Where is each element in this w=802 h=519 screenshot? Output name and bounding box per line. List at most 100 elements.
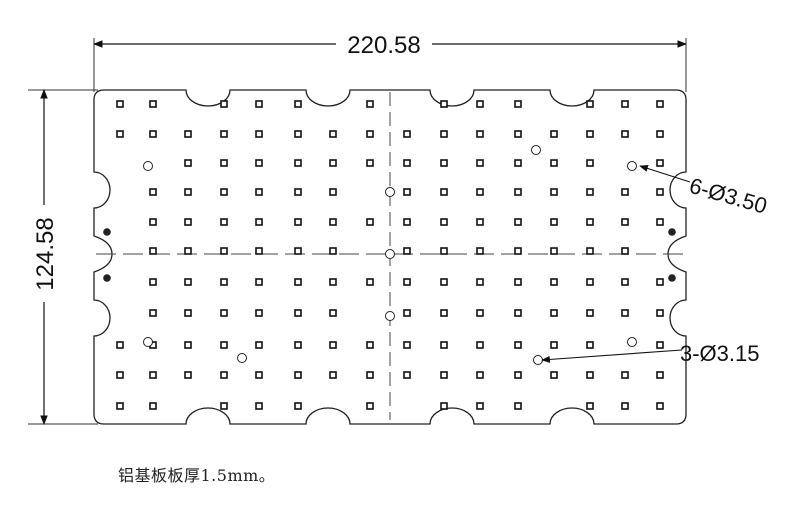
led-pad [403,247,411,255]
small-holes-label: 3-Ø3.15 [680,341,760,366]
led-pad [514,100,522,108]
led-pad [366,402,374,410]
led-pad [476,159,484,167]
led-pad [476,341,484,349]
led-pad [476,100,484,108]
led-pad [366,341,374,349]
led-pad [586,218,594,226]
led-pad [514,159,522,167]
center-hole [385,311,395,321]
led-pad [586,130,594,138]
led-pad [294,130,302,138]
led-pad [476,247,484,255]
led-pad [656,218,664,226]
led-pad [294,218,302,226]
led-pad [255,402,263,410]
led-pad [329,309,337,317]
led-pad [149,188,157,196]
led-pad [476,218,484,226]
led-pad [656,341,664,349]
led-pad [621,402,629,410]
led-pad [149,402,157,410]
led-pad [255,188,263,196]
led-pad [656,309,664,317]
led-pad [149,278,157,286]
led-pad [656,188,664,196]
led-pad [586,402,594,410]
led-pad [621,100,629,108]
led-pad [294,100,302,108]
led-pad [184,371,192,379]
led-pad [366,159,374,167]
led-pad [329,188,337,196]
led-pad [550,188,558,196]
led-pad [550,247,558,255]
holes [103,145,676,365]
led-pad [149,247,157,255]
led-pad [255,159,263,167]
led-pad [440,371,448,379]
led-pad [514,278,522,286]
edge-dot [668,228,676,236]
led-pad [440,100,448,108]
led-pad [440,218,448,226]
led-pad [403,278,411,286]
led-pad [294,278,302,286]
led-pad [656,402,664,410]
led-pad [476,278,484,286]
thickness-note: 铝基板板厚1.5mm。 [118,466,276,485]
led-pad [550,341,558,349]
led-pad [255,218,263,226]
led-pad [403,371,411,379]
led-pad [149,100,157,108]
led-pad [621,130,629,138]
led-pad [621,188,629,196]
led-pad [514,247,522,255]
led-pad [550,218,558,226]
led-pad [440,402,448,410]
led-pad [366,218,374,226]
led-pad [440,309,448,317]
led-pad [184,130,192,138]
led-pad [184,159,192,167]
led-pad [550,371,558,379]
led-pad [184,341,192,349]
led-pad [550,159,558,167]
edge-dot [103,228,111,236]
led-pad [656,371,664,379]
led-pad [656,278,664,286]
width-dimension: 220.58 [93,32,687,59]
led-pad [294,402,302,410]
led-pad [656,159,664,167]
led-pad [550,130,558,138]
center-hole [385,249,395,259]
led-pad [329,371,337,379]
led-pad [116,130,124,138]
led-pad [621,371,629,379]
led-pad [329,278,337,286]
led-pad [621,247,629,255]
height-dimension: 124.58 [32,89,59,425]
led-pad [440,159,448,167]
mounting-hole [143,337,153,347]
led-pad [403,341,411,349]
led-pad [514,402,522,410]
led-pad [255,247,263,255]
led-pad [514,341,522,349]
led-pad [184,218,192,226]
led-pad [403,130,411,138]
led-pad [255,371,263,379]
led-pad [586,100,594,108]
small-hole [237,353,247,363]
led-pad [656,130,664,138]
led-pad [550,309,558,317]
led-pad [440,341,448,349]
led-pad [329,341,337,349]
led-pad [514,218,522,226]
led-pad [586,341,594,349]
led-pad [116,100,124,108]
led-pad [184,278,192,286]
led-pad [149,371,157,379]
led-pad [220,402,228,410]
